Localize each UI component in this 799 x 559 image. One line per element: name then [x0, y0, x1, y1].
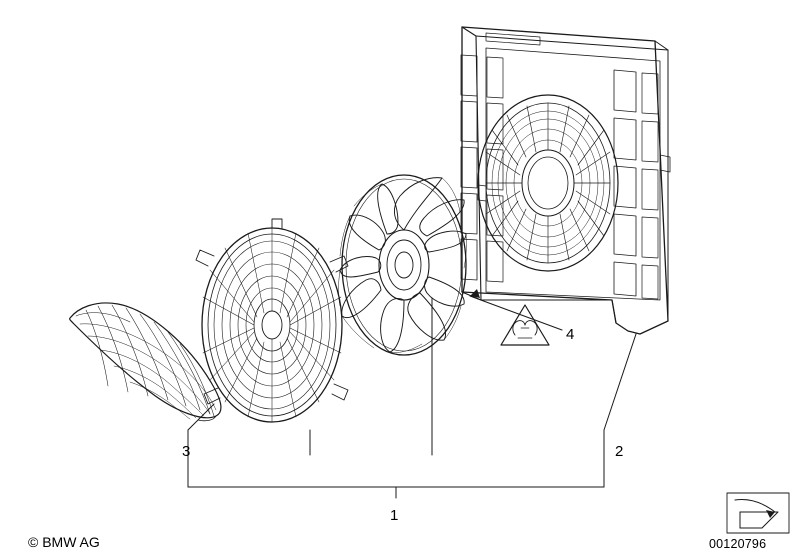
fan-cowl-ring [195, 218, 349, 423]
callout-leader-lines [187, 289, 637, 499]
copyright-notice: © BMW AG [28, 534, 100, 550]
callout-label-4: 4 [566, 326, 575, 343]
part-number-label: 00120796 [709, 537, 767, 551]
callout-label-2: 2 [615, 443, 624, 460]
orientation-logo [726, 492, 790, 534]
warning-triangle-icon [500, 304, 550, 346]
air-baffle-deflector [69, 302, 222, 422]
callout-label-1: 1 [390, 507, 399, 524]
fan-impeller-blade-wheel [338, 174, 467, 356]
callout-label-3: 3 [182, 443, 191, 460]
fan-shroud-housing [460, 26, 671, 335]
